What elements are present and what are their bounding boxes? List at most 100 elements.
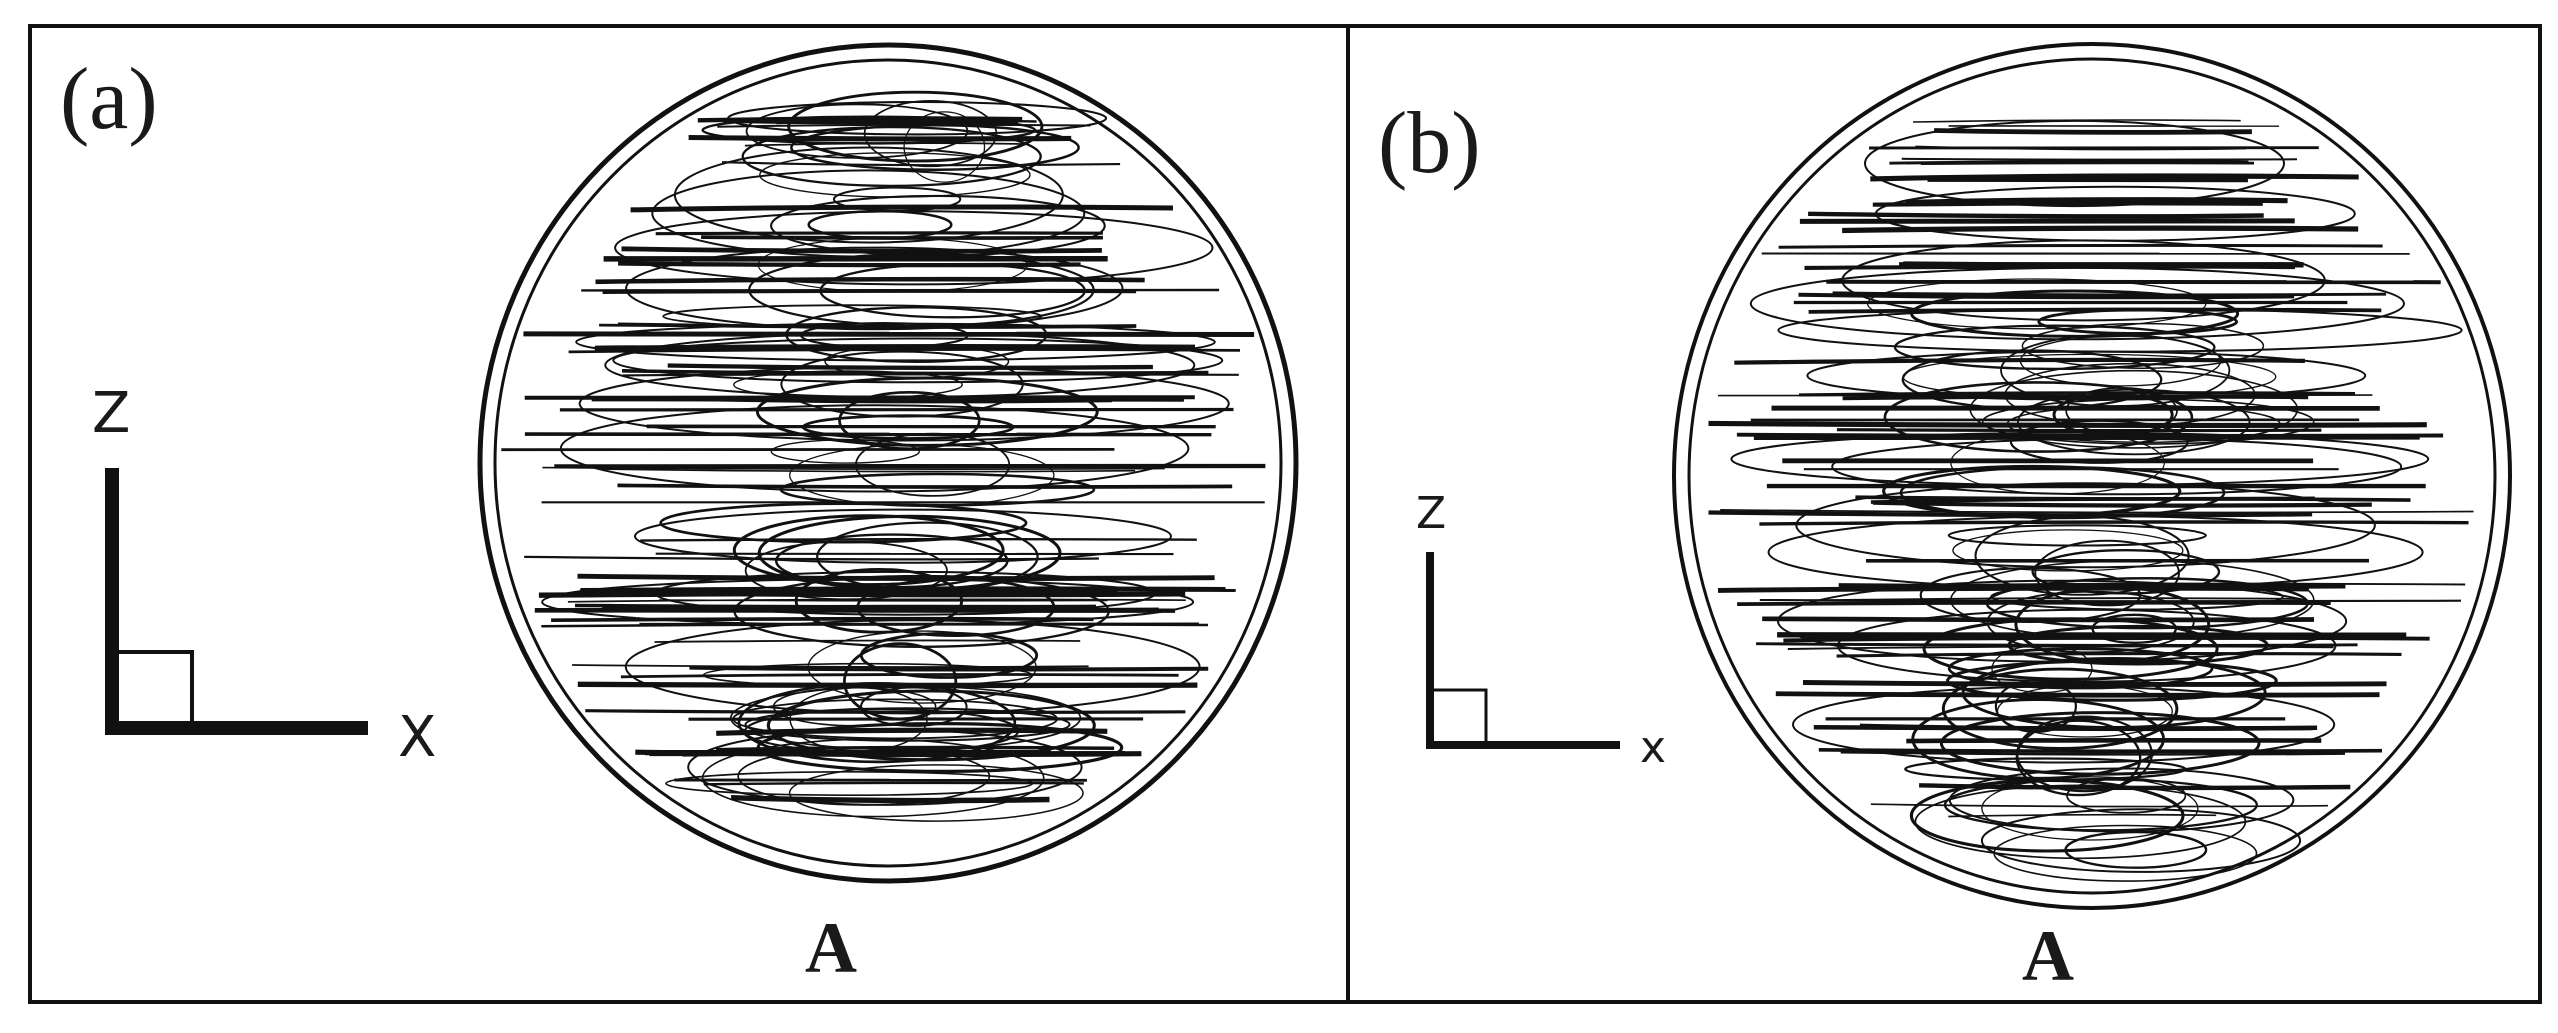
panel-b-streak-line [1799,218,2295,224]
panel-b-streak-line [1775,691,2380,698]
panel-a-streak-line [621,369,1209,376]
panel-a-vortex-loop [662,304,1043,329]
panel-b-vortex-loop [1899,465,2226,520]
panel-a-vortex-loop [665,770,1034,797]
panel-b-rim-loop [1777,307,2463,353]
panel-a-axes-icon: Z X [92,381,436,770]
panel-a-streak-line [621,246,1102,254]
panel-a-vortex-loop [860,686,968,727]
panel-b-tag: (b) [1378,95,1481,192]
panel-a-vortex-loop [854,432,1011,497]
panel-a-z-label: Z [92,381,130,446]
panel-b-vortex-loop [1893,324,2216,371]
panel-b-rim-loop [1831,437,2403,496]
panel-b-sphere [1672,42,2512,910]
panel-a-vortex-loop [733,370,963,400]
panel-b-caption: A [2022,916,2074,996]
panel-b-rim-loop [1730,431,2430,487]
panel-a-rim-loop [651,169,1086,258]
panel-b-rim-loop [1795,482,2376,569]
panel-b-streak-line [1813,724,2313,731]
panel-b-streak-line [1718,394,2373,397]
panel-b-vortex-loop [1911,698,2166,780]
panel-b-vortex-loop [1941,667,2179,750]
panel-b-vortex-loop [2007,624,2269,666]
panel-a-tag: (a) [60,51,158,148]
panel-a-vortex-loop [859,631,1039,679]
panel-a-streak-line [568,348,1241,354]
panel-a-rim-loop [541,578,1195,626]
panel-a-vortex-loop [856,577,1056,638]
panel-a-vortex-loop [863,100,998,168]
panel-b-rim-loop [1767,515,2424,590]
panel-a-streak-line [524,555,1099,561]
panel-b-streak-line [1855,495,2315,501]
panel-a-rim-loop [687,728,1083,806]
panel-a-vortex-loop [819,262,1086,319]
panel-a-vortex-loop [744,540,948,601]
panel-a-streak-line [538,590,1118,598]
panel-a-streak-line [551,616,1094,623]
panel-b-axes-icon: Z x [1416,488,1666,773]
panel-b-streak-line [1832,291,2387,297]
panel-b-vortex-loop [1866,278,2207,330]
panel-a-streak-line [523,331,1255,338]
panel-a-x-label: X [398,705,436,770]
panel-b-streak-line [1901,157,2298,161]
panel-a-streak-line [559,407,1234,412]
panel-b-streak-line [1753,434,2420,441]
panel-a-streak-line [542,466,1165,470]
panel-a-vortex-loop [807,630,1037,704]
panel-b-vortex-loop [2019,335,2222,387]
panel-b-vortex-loop [1882,464,2182,518]
panel-a-streak-line [618,261,1081,268]
panel-a-right-angle-mark [110,650,194,730]
panel-a-vortex-loop [790,124,1080,171]
panel-a-rim-loop [575,322,1216,362]
panel-b-vortex-loop [1969,369,2299,449]
panel-b-vortex-loop [1947,647,2214,690]
panel-a-streak-line [667,363,1153,371]
panel-b-vortex-loop [2052,392,2174,437]
panel-b-vortex-loop [2037,308,2239,335]
panel-b-vortex-loop [1950,559,2315,641]
panel-a-streak-line [697,116,1023,123]
panel-a-streak-line [585,709,1186,714]
panel-b-streak-line [1759,520,2469,526]
panel-b-sphere-inner [1687,57,2497,895]
panel-a-streak-line [524,432,1212,437]
panel-a-caption: A [805,908,857,988]
panel-a-streak-line [640,537,1197,542]
panel-a-vortex-loop [744,707,1071,742]
panel-a-streak-line [703,781,1084,786]
panel-b-vortex-loop [1996,684,2173,738]
panel-b-streak-line [1804,264,2296,270]
panel-a-rim-loop [625,246,1124,331]
panel-b-vortex-loop [2016,715,2153,793]
panel-b-streak-line [1915,145,2247,151]
panel-b-streamlines [1708,119,2474,882]
panel-a-rim-loop [634,508,1172,564]
panel-b-vortex-loop [1939,711,2261,776]
panel-b-x-label: x [1640,722,1666,773]
panel-b-streak-line [1802,680,2387,687]
panel-a-vortex-loop [757,514,1062,592]
panel-b-vortex-loop [1980,808,2302,873]
panel-b-rim-loop [1864,119,2285,208]
panel-b-streak-line [1826,279,2441,285]
panel-b-rim-loop [1749,266,2405,341]
panel-a-streak-line [655,231,1103,236]
panel-b-streak-line [1840,750,2346,756]
panel-b-vortex-loop [1986,590,2195,654]
panel-a-vortex-loop [757,237,1028,293]
panel-a-streak-line [577,681,1198,689]
panel-b-streak-line [1842,225,2359,234]
panel-a-sphere-inner [493,58,1283,868]
panel-b-vortex-loop [1991,644,2093,694]
panel-a-vortex-loop [789,443,1055,507]
panel-a-streak-line [567,598,1186,603]
panel-b-vortex-loop [1922,617,2219,681]
panel-a-sphere-outer [477,42,1299,884]
panel-a-vortex-loop [903,111,986,183]
